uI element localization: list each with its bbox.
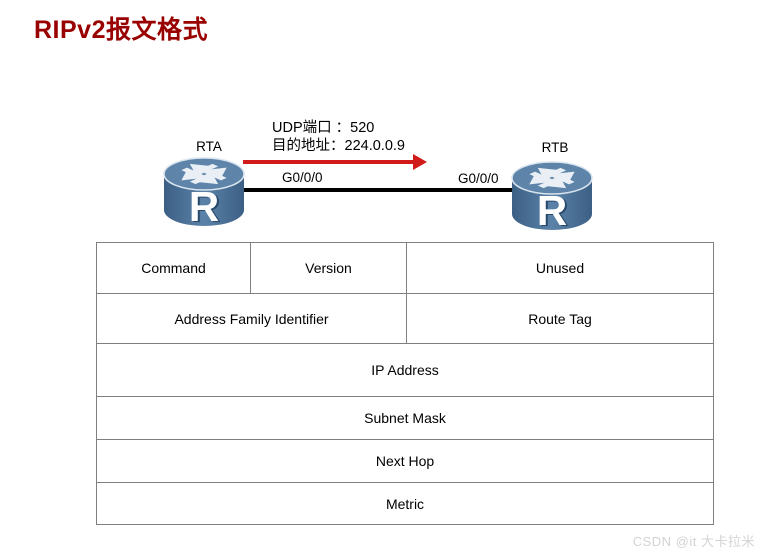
cell-version: Version (250, 242, 407, 294)
cell-command: Command (96, 242, 251, 294)
csdn-watermark: CSDN @it 大卡拉米 (632, 534, 755, 549)
cell-next-hop: Next Hop (95, 439, 715, 483)
interface-label-rta: G0/0/0 (282, 170, 323, 185)
router-letter-shadow: R (539, 188, 569, 235)
rip-update-arrow-head-icon (413, 154, 427, 170)
pinwheel-arrows-icon (181, 163, 227, 185)
ethernet-link (244, 188, 514, 192)
packet-format-table: Command Version Unused Address Family Id… (95, 242, 715, 525)
router-a-label: RTA (196, 139, 222, 154)
dest-address-line: 目的地址：224.0.0.9 (272, 138, 405, 154)
interface-label-rtb: G0/0/0 (458, 171, 499, 186)
table-row: Address Family Identifier Route Tag (96, 293, 715, 344)
router-letter: R (537, 187, 567, 234)
cell-metric: Metric (95, 482, 715, 525)
router-b-label: RTB (541, 140, 569, 155)
table-row: Metric (95, 482, 715, 525)
cell-unused: Unused (405, 242, 715, 294)
table-row: Next Hop (95, 439, 715, 483)
router-letter: R (189, 183, 219, 230)
router-letter-shadow: R (191, 184, 221, 231)
cell-address-family-identifier: Address Family Identifier (96, 293, 407, 344)
page-title: RIPv2报文格式 (34, 16, 208, 44)
udp-annotation: UDP端口 ：520 目的地址：224.0.0.9 (272, 119, 405, 155)
router-a-icon: R R (163, 157, 245, 231)
cell-ip-address: IP Address (95, 343, 715, 397)
table-row: Command Version Unused (96, 242, 715, 294)
table-row: IP Address (95, 343, 715, 397)
pinwheel-arrows-icon (529, 167, 575, 189)
table-row: Subnet Mask (95, 396, 715, 440)
rip-update-arrow (243, 160, 413, 164)
udp-port-line: UDP端口 ：520 (272, 120, 375, 136)
router-b-icon: R R (511, 161, 593, 235)
cell-subnet-mask: Subnet Mask (95, 396, 715, 440)
cell-route-tag: Route Tag (405, 293, 715, 344)
